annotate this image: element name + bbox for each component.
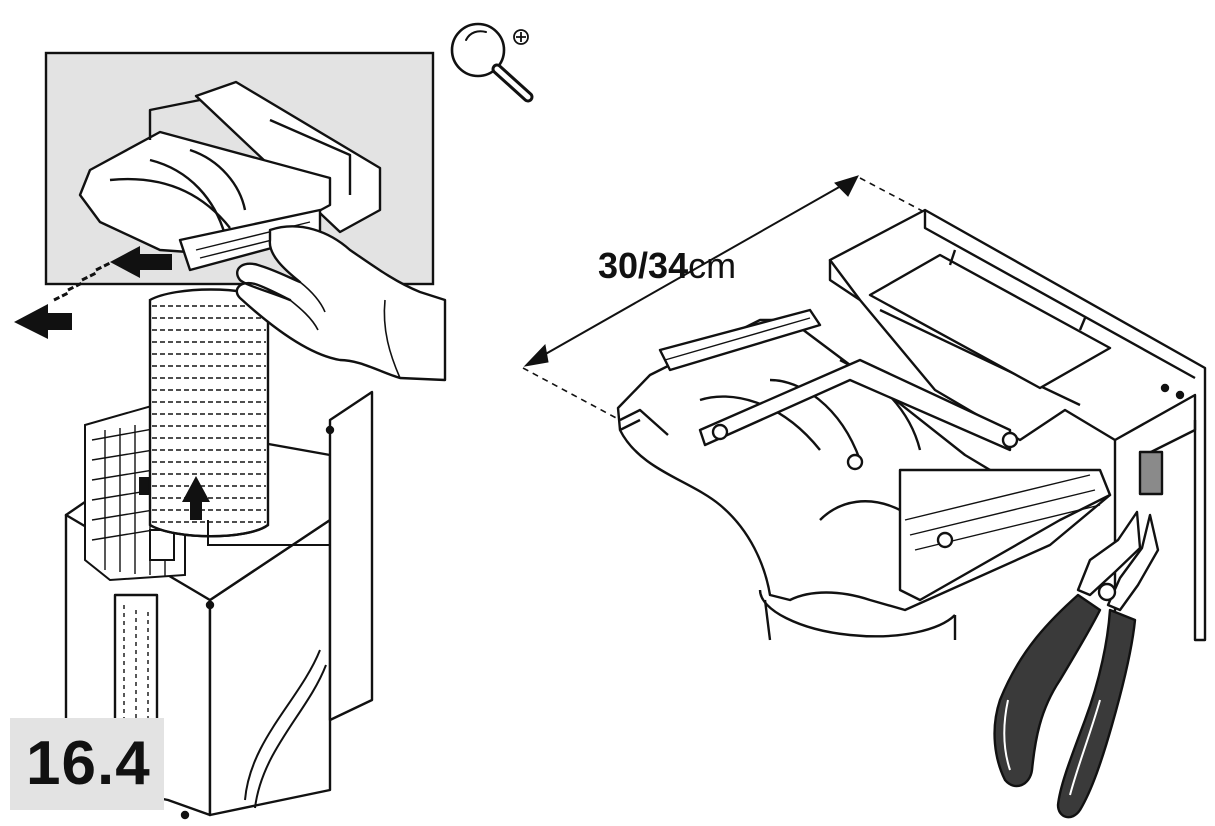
dimension-arrow [522, 175, 931, 421]
dimension-label: 30/34cm [598, 244, 736, 288]
push-arrow [53, 246, 172, 302]
pliers-icon [993, 510, 1160, 819]
step-badge [10, 718, 164, 810]
hood-top-housing [828, 208, 1207, 642]
duct-adapter-detail [616, 308, 1112, 641]
pull-out-arrow [14, 304, 72, 339]
duct-adapter-inset [78, 80, 382, 272]
step-number: 16.4 [26, 729, 151, 798]
pull-arrow [182, 476, 210, 520]
dimension-value: 30/34 [598, 245, 689, 286]
flexible-duct [148, 288, 330, 546]
zoom-in-icon [450, 22, 534, 103]
dimension-unit: cm [688, 245, 737, 286]
hand [235, 225, 447, 382]
